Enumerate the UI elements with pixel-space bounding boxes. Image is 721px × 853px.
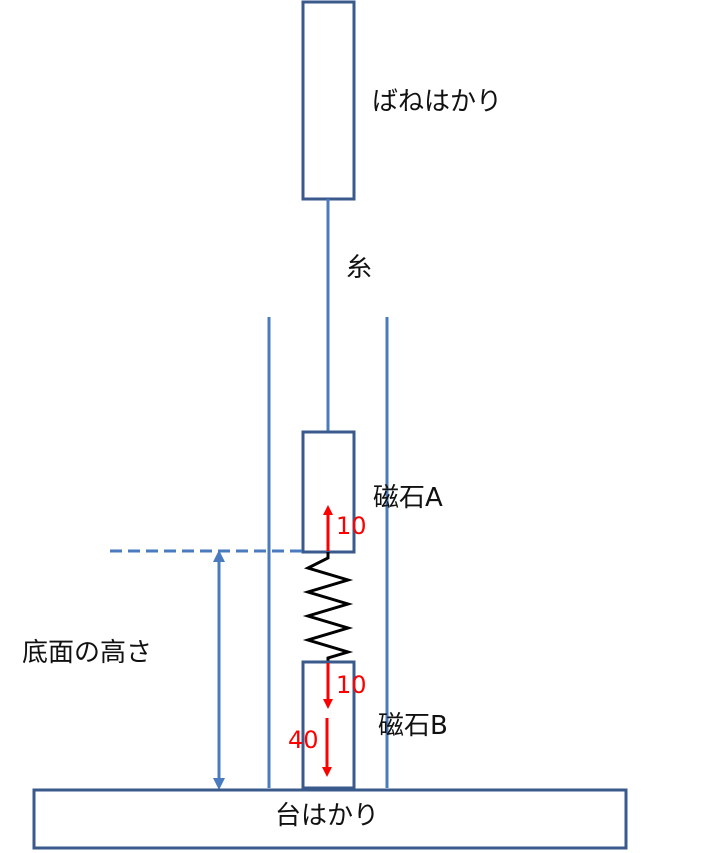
platform-scale-box [32, 788, 628, 850]
magnet-a-label: 磁石A [373, 483, 443, 513]
magnet-b-label: 磁石B [378, 711, 448, 741]
bottom-height-label: 底面の高さ [22, 638, 152, 668]
magnet-b-weight-force-label: 40 [288, 726, 319, 754]
spring-coil [302, 552, 354, 662]
magnet-a-up-force-label: 10 [336, 512, 367, 540]
string-label: 糸 [346, 253, 372, 283]
spring-scale-label: ばねはかり [372, 87, 502, 117]
spring-scale-box [301, 0, 356, 201]
magnet-b-down-force-label: 10 [336, 671, 367, 699]
platform-scale-label: 台はかり [275, 801, 379, 831]
